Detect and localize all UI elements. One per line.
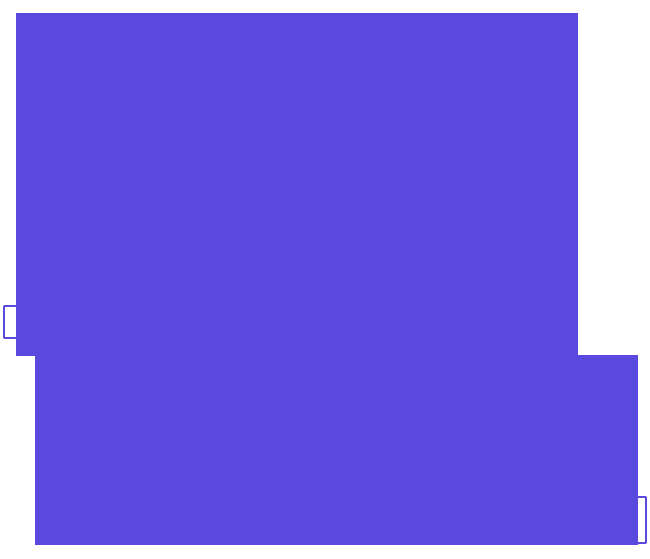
overlay-lower-rect <box>35 355 638 545</box>
overlay-upper-rect <box>16 13 578 356</box>
